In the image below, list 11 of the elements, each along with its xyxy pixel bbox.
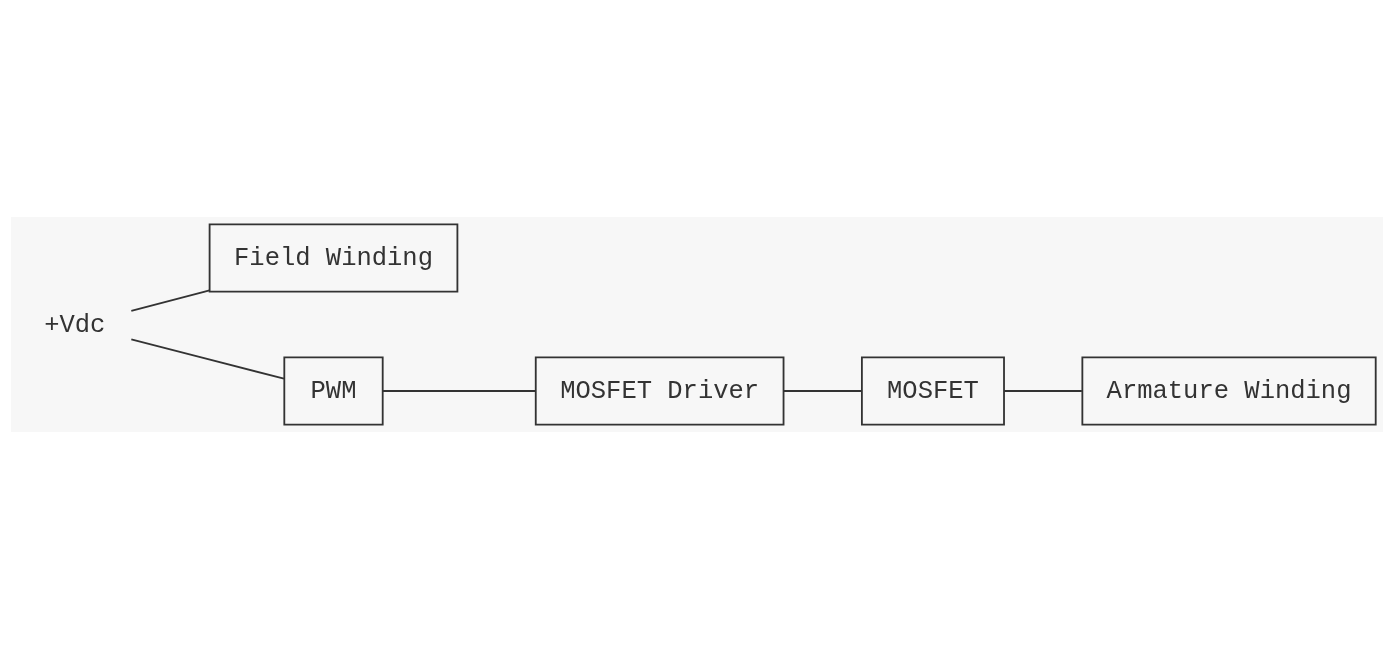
connector	[130, 288, 211, 312]
node-text: +Vdc	[44, 310, 106, 340]
node-box: Field Winding	[208, 222, 459, 293]
node-box: Armature Winding	[1081, 355, 1377, 426]
connector	[782, 389, 863, 392]
connector	[1003, 389, 1083, 392]
node-box: PWM	[283, 355, 384, 426]
connector	[130, 338, 285, 380]
node-box: MOSFET	[861, 355, 1005, 426]
connector	[382, 389, 537, 392]
node-box: MOSFET Driver	[534, 355, 785, 426]
